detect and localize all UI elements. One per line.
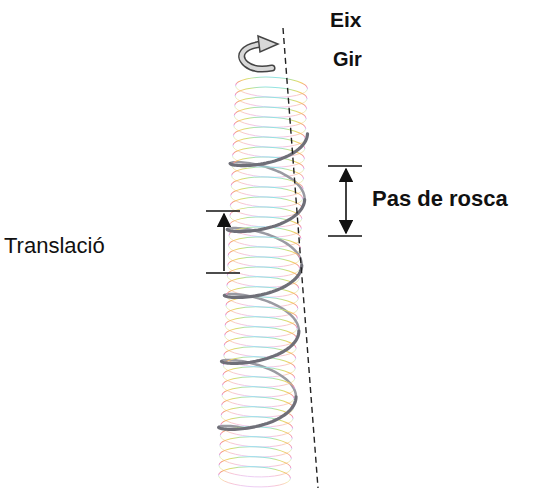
- helix-front: [224, 262, 301, 300]
- translation-label: Translació: [4, 234, 105, 258]
- mesh-line: [219, 86, 236, 476]
- mesh-line: [223, 91, 240, 481]
- helix-front: [222, 328, 299, 367]
- pitch-dimension: [328, 166, 362, 236]
- translation-dimension: [206, 211, 240, 273]
- mesh-bounds: [218, 76, 308, 489]
- rotation-arrow: [242, 36, 278, 69]
- helix-front: [230, 130, 307, 168]
- pitch-label: Pas de rosca: [372, 187, 508, 211]
- cylinder: [216, 76, 310, 489]
- axis-label: Eix: [330, 8, 362, 31]
- helix-front: [219, 393, 296, 432]
- rotation-label: Gir: [333, 48, 362, 70]
- axis-line: [283, 28, 318, 488]
- mesh-bounds: [218, 76, 308, 489]
- mesh-line: [220, 88, 237, 478]
- helix-front: [227, 196, 304, 234]
